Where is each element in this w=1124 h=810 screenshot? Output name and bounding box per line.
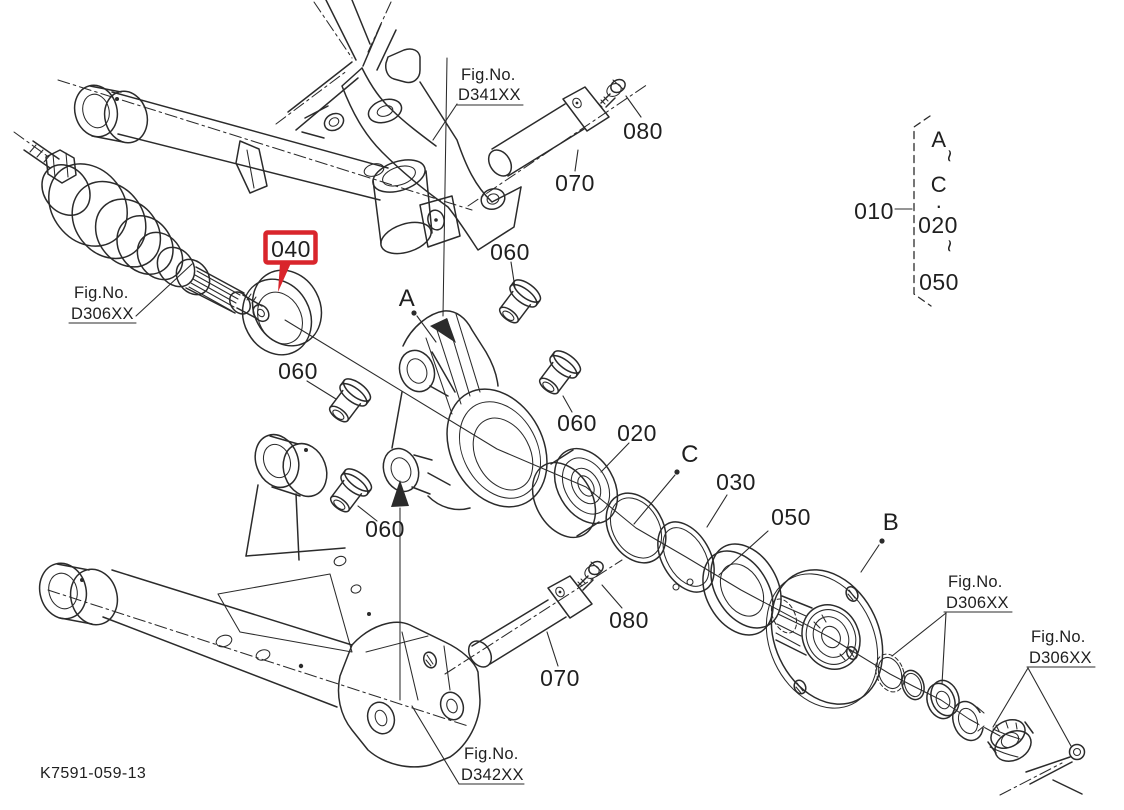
- ring-c: [605, 492, 667, 564]
- oil-seal-040: [241, 269, 323, 356]
- fig-ref-left-prefix: Fig.No.: [74, 284, 129, 302]
- bushing-060-right: [532, 346, 585, 401]
- lower-control-arm: [38, 433, 481, 768]
- steering-knuckle: [382, 310, 548, 511]
- label-070-top: 070: [555, 170, 595, 196]
- highlight-040: [263, 230, 318, 292]
- bushing-060-top: [492, 275, 545, 330]
- castle-nut: [987, 718, 1034, 762]
- label-060-bottom-left: 060: [365, 516, 405, 542]
- label-010: 010: [854, 198, 894, 224]
- frame-top-d341: [275, 0, 522, 251]
- label-070-bottom: 070: [540, 665, 580, 691]
- label-080-bottom: 080: [609, 607, 649, 633]
- label-060-mid-left: 060: [278, 358, 318, 384]
- snap-ring-030: [657, 521, 715, 604]
- pivot-pin-bottom-070: [444, 559, 623, 675]
- wheel-hub-b: [765, 569, 884, 709]
- upper-control-arm: [57, 79, 473, 255]
- fig-ref-left-code: D306XX: [71, 305, 134, 323]
- legend-dot: ·: [935, 193, 943, 218]
- drawing-code: K7591-059-13: [40, 765, 146, 782]
- fig-ref-nut-code: D306XX: [1029, 649, 1092, 667]
- text-labels: Fig.No. D341XX 080 070 010 A ~ C · 020 ~…: [40, 66, 1096, 785]
- assembly-arrow-bottom: [391, 480, 409, 701]
- label-050: 050: [771, 504, 811, 530]
- legend-part-from: 020: [918, 212, 958, 238]
- fig-ref-bottom-prefix: Fig.No.: [464, 745, 519, 763]
- fig-ref-top-prefix: Fig.No.: [461, 66, 516, 84]
- highlight-040-box: [263, 230, 318, 265]
- legend-tilde-2: ~: [937, 239, 962, 252]
- ball-bearing-020: [531, 447, 619, 539]
- seal-050: [702, 543, 782, 636]
- legend-bracket: [913, 115, 932, 307]
- label-020: 020: [617, 420, 657, 446]
- fig-ref-washers-prefix: Fig.No.: [948, 573, 1003, 591]
- fig-ref-nut-prefix: Fig.No.: [1031, 628, 1086, 646]
- legend-tilde-1: ~: [937, 149, 962, 162]
- hub-small-parts: [875, 653, 990, 742]
- bolt-top-080: [597, 78, 626, 108]
- label-view-a: A: [399, 285, 416, 312]
- assembly-arrow-top: [430, 57, 456, 343]
- legend-letter-from: A: [931, 127, 946, 152]
- label-view-b: B: [883, 509, 900, 536]
- label-040: 040: [271, 236, 311, 262]
- label-030: 030: [716, 469, 756, 495]
- label-060-top: 060: [490, 239, 530, 265]
- label-view-c: C: [681, 441, 699, 468]
- label-060-right: 060: [557, 410, 597, 436]
- cv-axle-shaft: [13, 131, 270, 323]
- pivot-pin-top-070: [467, 83, 649, 207]
- cotter-pin: [999, 743, 1086, 796]
- fig-ref-top-code: D341XX: [458, 86, 521, 104]
- bolt-bottom-080: [577, 560, 604, 591]
- fig-ref-bottom-code: D342XX: [461, 766, 524, 784]
- legend-letter-to: C: [931, 172, 947, 197]
- label-080-top: 080: [623, 118, 663, 144]
- legend-part-to: 050: [919, 269, 959, 295]
- highlight-040-pointer: [278, 263, 291, 292]
- fig-ref-washers-code: D306XX: [946, 594, 1009, 612]
- leader-lines: [135, 95, 1072, 785]
- bushing-060-bottom-left: [323, 464, 376, 519]
- bushing-060-mid-left: [322, 374, 375, 429]
